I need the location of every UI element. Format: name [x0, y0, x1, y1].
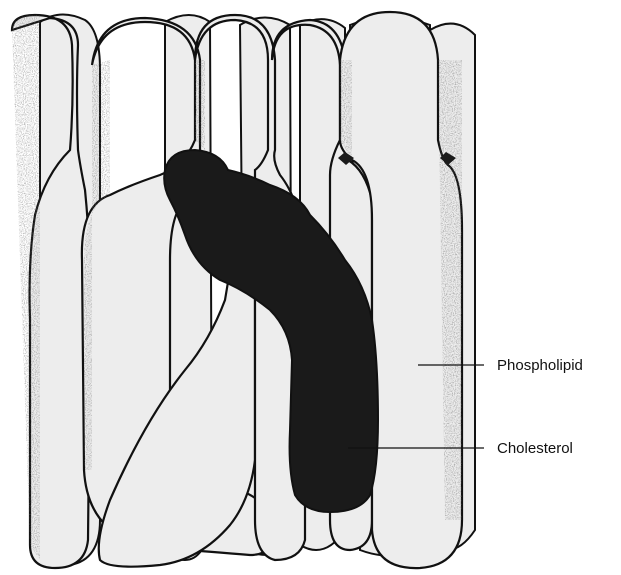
cholesterol-label: Cholesterol	[497, 440, 573, 457]
phospholipid-label: Phospholipid	[497, 357, 583, 374]
